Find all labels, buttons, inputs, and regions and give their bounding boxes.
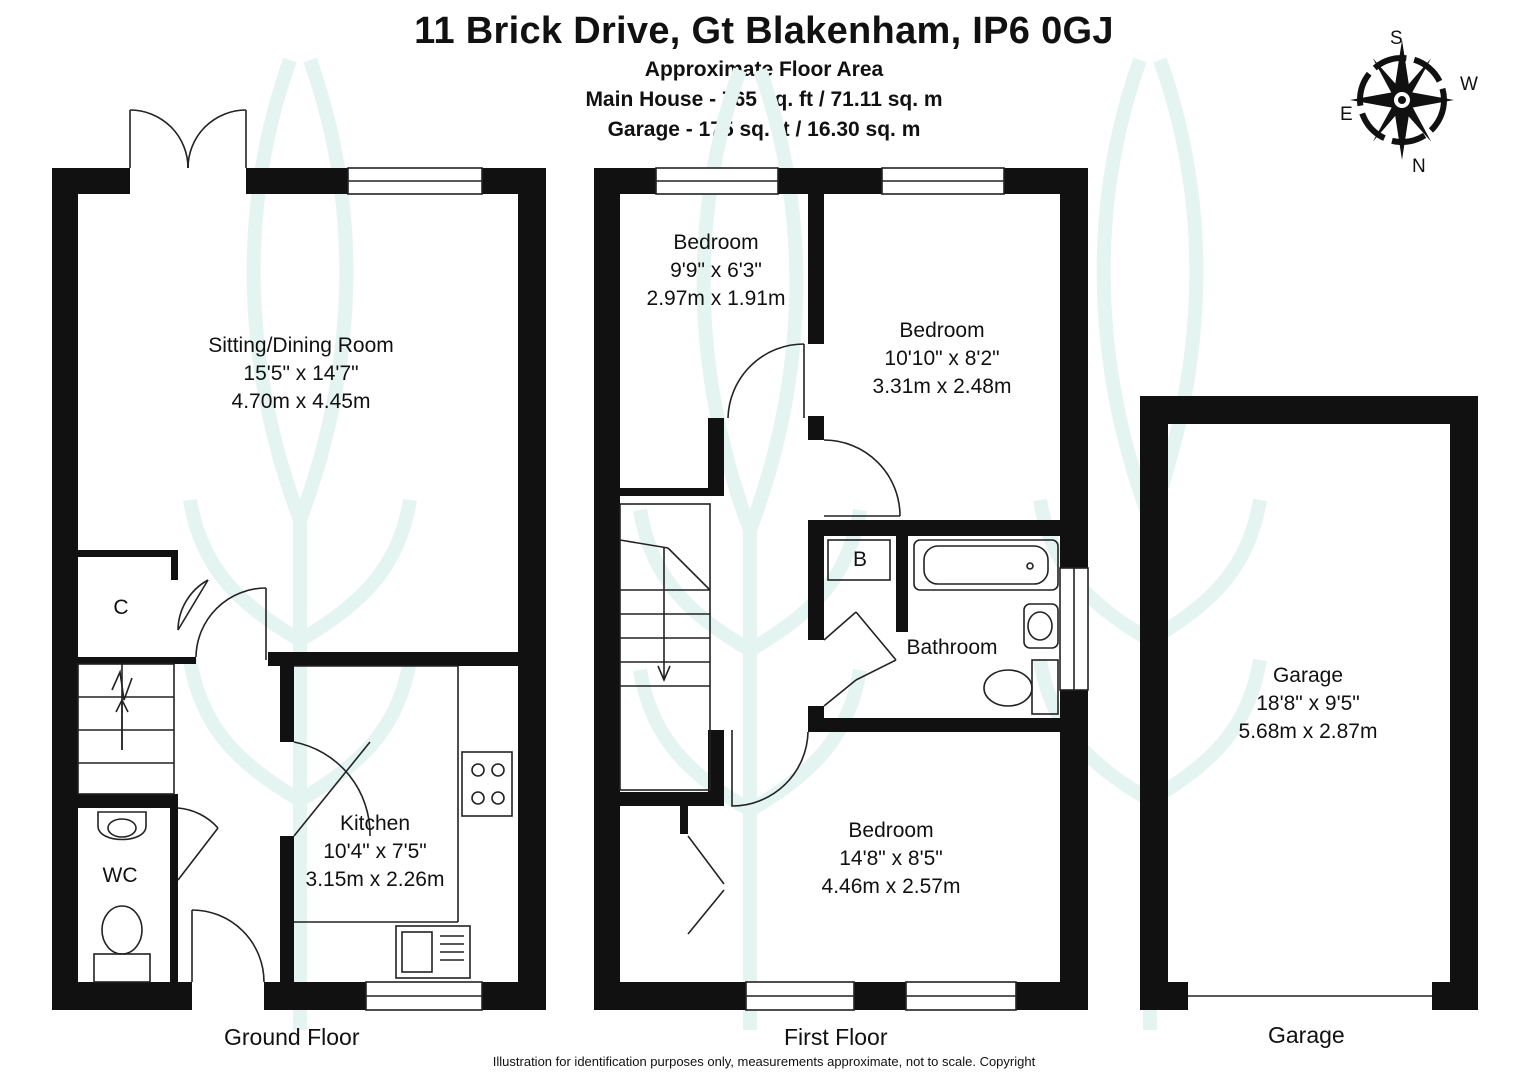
first-floor-walls <box>594 168 1088 1010</box>
first-floor-fittings <box>619 167 1089 1011</box>
boiler-label: B <box>853 548 867 571</box>
compass-east-label: E <box>1340 104 1353 125</box>
kitchen-metric: 3.15m x 2.26m <box>306 868 445 891</box>
garage-floor-label: Garage <box>1268 1022 1345 1048</box>
bedroom1-metric: 2.97m x 1.91m <box>647 287 786 310</box>
garage-name: Garage <box>1273 664 1343 687</box>
garage-area: Garage - 175 sq. ft / 16.30 sq. m <box>607 118 921 141</box>
kitchen-name: Kitchen <box>340 812 410 835</box>
ground-floor-fittings <box>77 109 513 1011</box>
bedroom2-metric: 3.31m x 2.48m <box>873 375 1012 398</box>
cupboard-label: C <box>113 596 128 619</box>
sitting-room-name: Sitting/Dining Room <box>208 334 394 357</box>
bedroom2-imperial: 10'10" x 8'2" <box>884 347 999 370</box>
first-floor-label: First Floor <box>784 1024 888 1050</box>
kitchen-imperial: 10'4" x 7'5" <box>323 840 427 863</box>
room-labels: Sitting/Dining Room 15'5" x 14'7" 4.70m … <box>103 231 1378 898</box>
garage-walls <box>1140 396 1478 1010</box>
garage-metric: 5.68m x 2.87m <box>1239 720 1378 743</box>
sitting-room-metric: 4.70m x 4.45m <box>232 390 371 413</box>
bedroom1-name: Bedroom <box>673 231 758 254</box>
bedroom2-name: Bedroom <box>899 319 984 342</box>
bedroom3-metric: 4.46m x 2.57m <box>822 875 961 898</box>
bedroom3-imperial: 14'8" x 8'5" <box>839 847 943 870</box>
ground-floor-walls <box>52 168 546 1010</box>
wc-label: WC <box>103 864 138 887</box>
garage-imperial: 18'8" x 9'5" <box>1256 692 1360 715</box>
bedroom1-imperial: 9'9" x 6'3" <box>670 259 762 282</box>
bedroom3-name: Bedroom <box>848 819 933 842</box>
bathroom-name: Bathroom <box>906 636 997 659</box>
compass-south-label: S <box>1390 28 1403 49</box>
property-address: 11 Brick Drive, Gt Blakenham, IP6 0GJ <box>414 10 1114 52</box>
compass-rose-icon: S W E N <box>1340 28 1478 177</box>
ground-floor-label: Ground Floor <box>224 1024 360 1050</box>
disclaimer-footer: Illustration for identification purposes… <box>492 1054 1036 1069</box>
compass-west-label: W <box>1460 74 1478 95</box>
compass-north-label: N <box>1412 156 1426 177</box>
sitting-room-imperial: 15'5" x 14'7" <box>243 362 358 385</box>
